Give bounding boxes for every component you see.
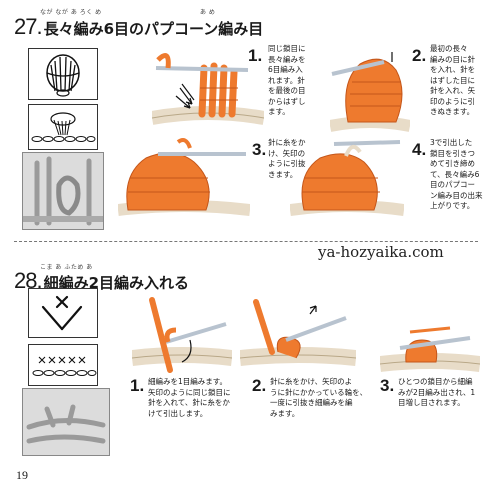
page-number: 19 xyxy=(16,468,28,482)
step-27-2-text: 最初の長々 編みの目に針 を入れ、針を はずした目に 針を入れ、矢 印のように引… xyxy=(430,44,490,118)
popcorn-swatch-image xyxy=(20,153,106,229)
step-line: みます。 xyxy=(270,408,300,418)
step-line: 印のように引 xyxy=(430,96,475,106)
step-line: ひとつの鎖目から細編 xyxy=(398,377,473,386)
step-line: ように引抜 xyxy=(268,159,306,168)
step-27-2-illustration xyxy=(330,52,410,132)
step-line: ン編み目の出来 xyxy=(430,190,483,200)
increase-swatch-image xyxy=(23,389,109,455)
section-27-ruby: なが なが あ ろく め xyxy=(40,9,102,16)
step-line: を最後の目 xyxy=(268,86,306,95)
step-27-3-number: 3. xyxy=(252,140,267,159)
watermark: ya-hozyaika.com xyxy=(318,243,444,261)
popcorn-symbol-box xyxy=(28,48,98,100)
step-28-2-text: 針に糸をかけ、矢印のよ うに針にかかっている輪を、 一度に引抜き細編みを編 みま… xyxy=(270,377,370,419)
step-line: を入れ、針を xyxy=(430,65,476,74)
step-28-1-text: 細編みを1目編みます。 矢印のように同じ鎖目に 針を入れて、針に糸をか けて引出… xyxy=(148,377,244,419)
section-28-ruby: こま あ ふため あ xyxy=(40,264,93,271)
step-line: 6目編み入 xyxy=(268,65,303,74)
increase-sample-photo xyxy=(22,388,110,456)
step-28-2-illustration xyxy=(240,299,356,366)
step-28-3-text: ひとつの鎖目から細編 みが2目編み出され、1 目増し目されます。 xyxy=(398,377,488,409)
step-28-1-illustration xyxy=(132,297,232,373)
popcorn-chart-diagram xyxy=(31,112,96,142)
increase-chart-diagram xyxy=(32,356,97,376)
step-line: 一度に引抜き細編みを編 xyxy=(270,398,353,407)
step-27-4-number: 4. xyxy=(412,140,427,159)
step-27-4-illustration xyxy=(290,140,404,216)
step-27-3-text: 針に糸をか け、矢印の ように引抜 きます。 xyxy=(268,138,324,180)
step-27-1-illustration xyxy=(152,53,264,125)
step-27-1-text: 同じ鎖目に 長々編みを 6目編み入 れます。針 を最後の目 からはずし ます。 xyxy=(268,44,328,118)
increase-symbol-box xyxy=(28,288,98,338)
step-line: 目のパプコー xyxy=(430,180,475,189)
section-title: 長々編み6目のパプコーン編み目 xyxy=(43,20,264,38)
step-line: けて引出します。 xyxy=(148,408,208,418)
step-line: れます。針 xyxy=(268,75,305,85)
increase-chart-box xyxy=(28,344,98,386)
step-line: きます。 xyxy=(268,169,298,179)
step-line: 細編みを1目編みます。 xyxy=(148,377,228,386)
step-line: はずした目に xyxy=(430,75,475,85)
step-27-4-text: 3で引出した 鎖目を引きつ めて引き締め て、長々編み6 目のパプコー ン編み目… xyxy=(430,138,490,212)
step-line: 長々編みを xyxy=(268,54,306,64)
step-line: 鎖目を引きつ xyxy=(430,148,475,158)
step-27-2-number: 2. xyxy=(412,46,427,65)
step-line: 針に糸をかけ、矢印のよ xyxy=(270,377,353,386)
step-line: めて引き締め xyxy=(430,159,475,168)
popcorn-chart-box xyxy=(28,104,98,150)
step-28-3-illustration xyxy=(380,326,480,372)
step-line: うに針にかかっている輪を、 xyxy=(270,387,368,397)
step-line: ます。 xyxy=(268,107,290,116)
popcorn-stitch-symbol xyxy=(46,54,80,97)
step-28-3-number: 3. xyxy=(380,376,395,395)
step-27-3-illustration xyxy=(118,138,250,216)
section-divider xyxy=(14,241,478,242)
step-line: 目増し目されます。 xyxy=(398,398,465,407)
step-line: 3で引出した xyxy=(430,138,473,147)
step-line: 針に糸をか xyxy=(268,138,306,147)
step-28-1-number: 1. xyxy=(130,376,145,395)
step-line: 針を入れ、矢 xyxy=(430,86,476,95)
increase-stitch-symbol xyxy=(41,295,83,331)
section-27-ruby-right: あ め xyxy=(200,9,216,16)
section-27-heading: 27. 長々編み6目のパプコーン編み目 xyxy=(14,14,263,40)
popcorn-sample-photo xyxy=(20,152,106,230)
step-line: きぬきます。 xyxy=(430,107,475,116)
section-title: 細編み2目編み入れる xyxy=(43,274,190,292)
step-line: て、長々編み6 xyxy=(430,169,480,179)
step-27-1-number: 1. xyxy=(248,46,263,65)
step-line: 同じ鎖目に xyxy=(268,44,306,53)
step-line: みが2目編み出され、1 xyxy=(398,387,476,397)
section-number: 27. xyxy=(14,14,43,39)
step-line: け、矢印の xyxy=(268,148,306,158)
step-line: からはずし xyxy=(268,96,306,106)
step-28-2-number: 2. xyxy=(252,376,267,395)
step-line: 上がりです。 xyxy=(430,201,475,210)
step-line: 矢印のように同じ鎖目に xyxy=(148,387,231,397)
step-line: 最初の長々 xyxy=(430,44,468,53)
step-line: 針を入れて、針に糸をか xyxy=(148,398,230,407)
step-line: 編みの目に針 xyxy=(430,54,475,64)
